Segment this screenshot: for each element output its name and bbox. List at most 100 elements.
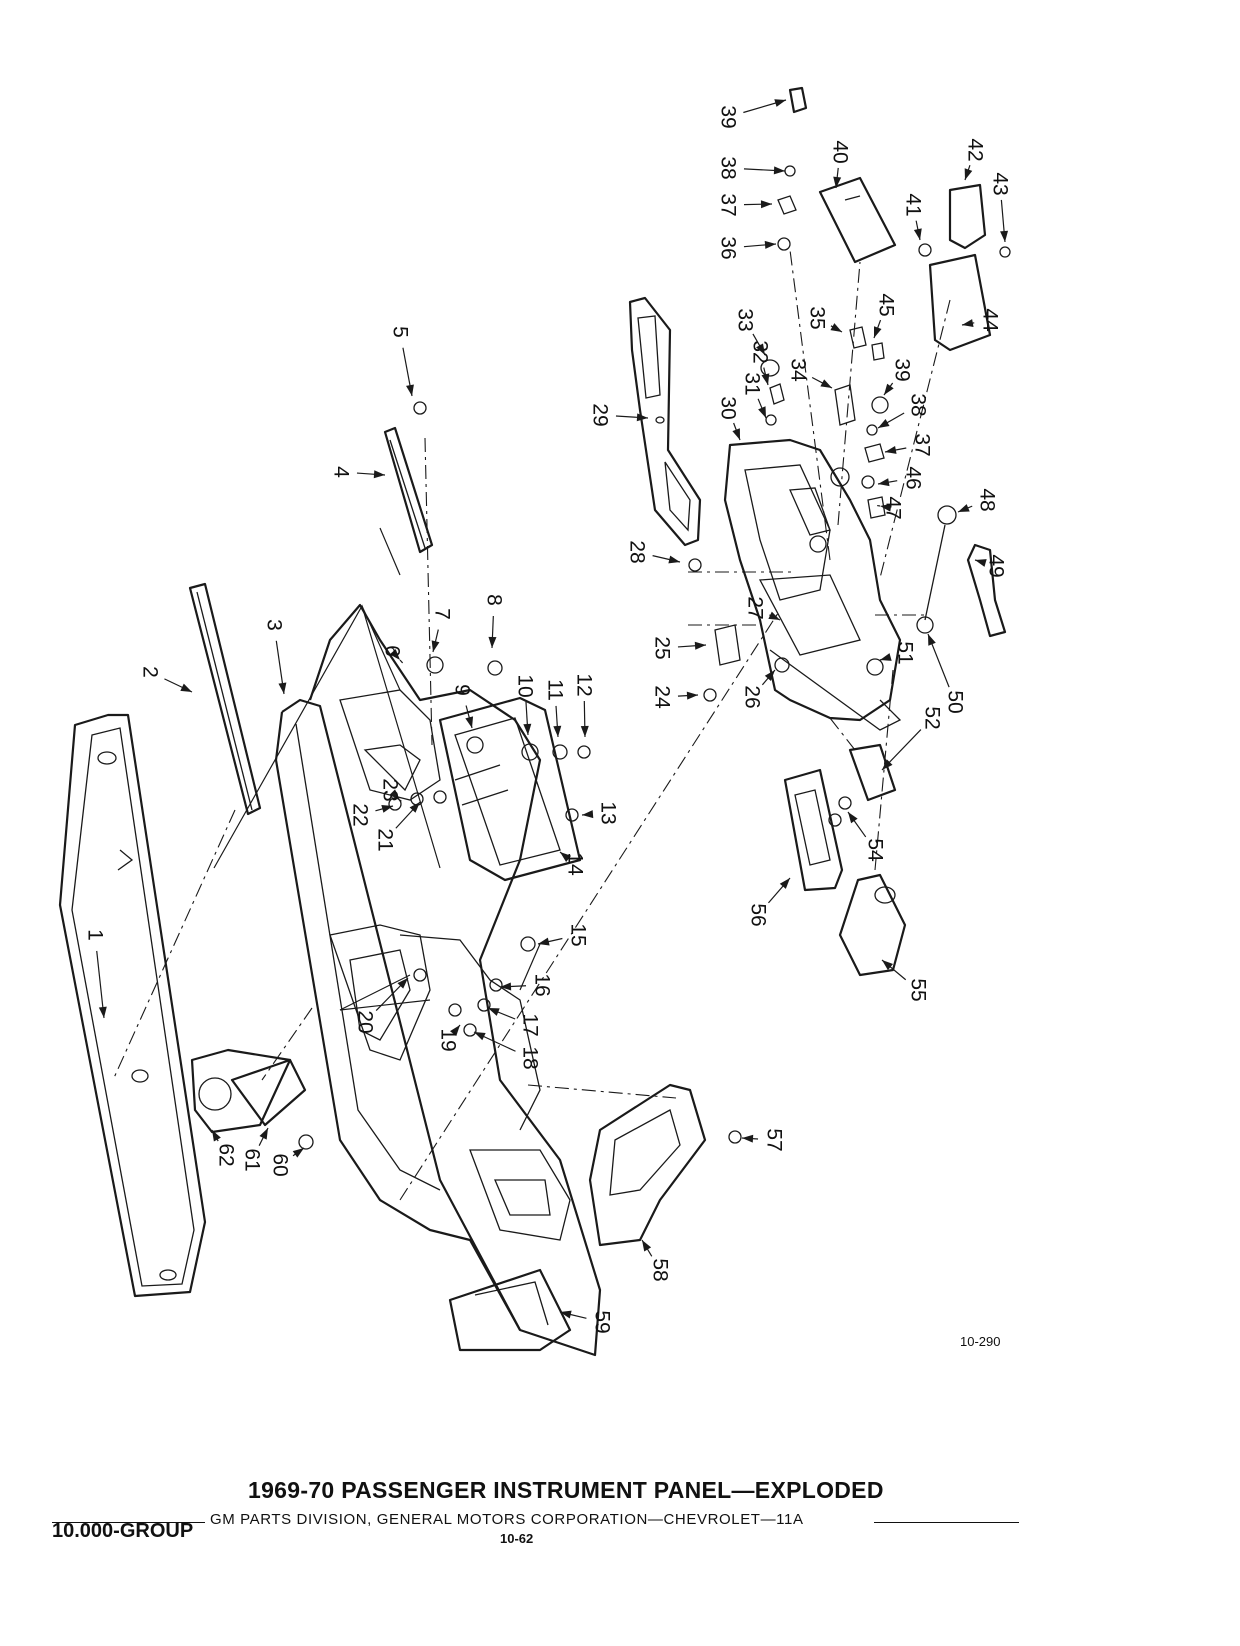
callout-arrowhead-31 — [758, 406, 766, 418]
callout-number-33: 33 — [734, 308, 757, 331]
callout-arrowhead-36 — [764, 240, 776, 249]
part-glove-door — [58, 713, 207, 1298]
callout-arrowhead-57 — [742, 1134, 754, 1143]
callout-number-56: 56 — [747, 903, 770, 926]
callout-arrowhead-16 — [500, 982, 512, 991]
callout-number-39: 39 — [717, 105, 740, 128]
part-speaker — [190, 1048, 314, 1150]
callout-arrowhead-19 — [450, 1025, 460, 1037]
callout-arrowhead-1 — [98, 1006, 107, 1018]
part-switch-assembly — [918, 183, 1011, 352]
callout-arrowhead-2 — [180, 683, 192, 692]
callout-number-51: 51 — [894, 641, 917, 664]
callout-number-13: 13 — [597, 801, 620, 824]
callout-arrowhead-20 — [397, 978, 408, 989]
callout-arrowhead-3 — [278, 682, 287, 694]
callout-arrowhead-8 — [488, 636, 497, 648]
callout-number-25: 25 — [651, 636, 674, 659]
callout-arrowhead-37 — [760, 200, 772, 209]
callout-number-37r: 37 — [911, 433, 934, 456]
alignment-lines — [112, 249, 951, 1201]
callout-number-1: 1 — [84, 929, 107, 941]
callout-number-21: 21 — [374, 828, 397, 851]
callout-leader-1 — [96, 950, 105, 1019]
part-bracket-strip — [383, 426, 434, 554]
callout-arrowhead-7 — [431, 640, 440, 652]
callout-arrowhead-58 — [642, 1240, 652, 1252]
callout-number-45: 45 — [875, 293, 898, 316]
callout-number-61: 61 — [241, 1148, 264, 1171]
callout-arrowhead-18 — [474, 1032, 486, 1041]
callout-number-2: 2 — [139, 666, 162, 678]
callout-arrowhead-43 — [1000, 230, 1009, 242]
callout-arrowhead-30 — [732, 428, 740, 440]
part-glove-box — [438, 696, 582, 882]
callout-arrowhead-25 — [694, 641, 706, 650]
callout-arrowhead-47 — [880, 503, 892, 512]
callout-number-40: 40 — [829, 140, 852, 163]
publisher-line: GM PARTS DIVISION, GENERAL MOTORS CORPOR… — [210, 1511, 804, 1528]
callout-number-19: 19 — [437, 1028, 460, 1051]
callout-arrowhead-13 — [582, 810, 594, 819]
callout-number-15: 15 — [567, 923, 590, 946]
callout-arrowhead-50 — [928, 634, 936, 646]
callout-arrowhead-60 — [292, 1148, 304, 1158]
callout-arrowhead-22 — [381, 805, 393, 813]
leader-lines — [213, 527, 541, 1011]
page-number: 10-62 — [500, 1531, 534, 1546]
part-bottom-block — [448, 1268, 572, 1352]
callout-number-8: 8 — [483, 594, 506, 606]
callout-number-11: 11 — [544, 679, 567, 701]
callout-arrowhead-17 — [488, 1008, 500, 1016]
callout-number-47: 47 — [882, 496, 905, 519]
callout-arrowhead-41 — [913, 228, 922, 240]
callout-number-59: 59 — [591, 1310, 614, 1333]
callout-number-22: 22 — [349, 803, 372, 826]
callout-arrowhead-4 — [373, 470, 385, 479]
callout-arrowhead-11 — [553, 725, 562, 737]
callout-arrowhead-59 — [560, 1310, 572, 1319]
page-title: 1969-70 PASSENGER INSTRUMENT PANEL—EXPLO… — [248, 1477, 884, 1503]
part-instrument-panel — [274, 603, 602, 1357]
callout-arrowhead-23 — [389, 789, 400, 800]
callout-arrowhead-32 — [761, 373, 770, 385]
callout-arrowhead-27 — [768, 611, 780, 620]
callout-number-46: 46 — [902, 466, 925, 489]
callout-number-23: 23 — [379, 778, 402, 801]
callout-leader-23 — [399, 799, 402, 802]
callout-arrowhead-34 — [820, 379, 832, 388]
callout-number-55: 55 — [907, 978, 930, 1001]
callout-number-62: 62 — [215, 1143, 238, 1166]
callout-number-17: 17 — [519, 1013, 542, 1036]
callout-number-5: 5 — [389, 326, 412, 338]
callout-arrowhead-56 — [779, 878, 790, 889]
callout-number-30: 30 — [717, 396, 740, 419]
callout-number-20: 20 — [354, 1010, 377, 1033]
callout-number-58: 58 — [649, 1258, 672, 1281]
callout-arrowhead-38 — [773, 166, 785, 175]
part-cluster-housing — [723, 438, 902, 731]
callout-leader-6 — [399, 659, 404, 664]
callout-number-36: 36 — [717, 236, 740, 259]
figure-reference: 10-290 — [960, 1334, 1001, 1349]
callout-number-9: 9 — [451, 684, 474, 696]
callout-arrowhead-46 — [878, 478, 890, 487]
callout-arrowhead-12 — [580, 725, 589, 737]
callout-number-28: 28 — [626, 540, 649, 563]
callout-arrowhead-44 — [962, 319, 974, 328]
callout-number-38r: 38 — [907, 393, 930, 416]
callout-number-35: 35 — [806, 306, 829, 329]
callout-arrowhead-40 — [833, 176, 842, 188]
part-knobs-middle — [760, 326, 889, 489]
callout-arrowhead-39r — [884, 383, 894, 395]
callout-arrowhead-35 — [830, 323, 842, 332]
callout-number-49: 49 — [985, 554, 1008, 577]
part-screw-5 — [413, 401, 427, 415]
callout-number-24: 24 — [651, 685, 674, 709]
callout-arrowhead-62 — [212, 1130, 221, 1142]
callout-number-3: 3 — [263, 619, 286, 631]
callout-number-31: 31 — [741, 372, 764, 395]
callout-number-57: 57 — [763, 1128, 786, 1151]
